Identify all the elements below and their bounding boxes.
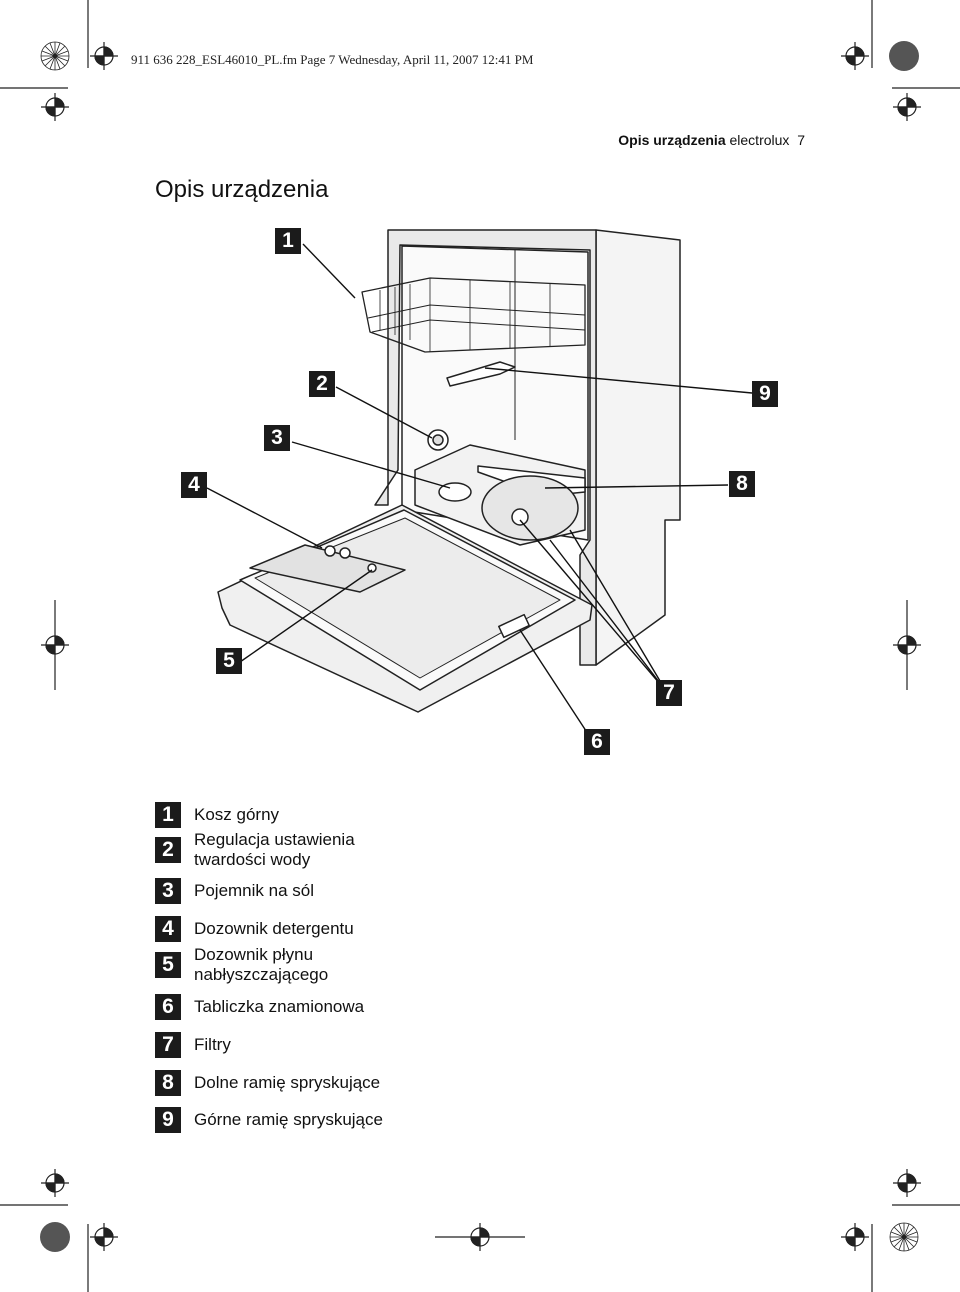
crosshair-mark [893, 1169, 921, 1197]
legend-item: 6 Tabliczka znamionowa [155, 994, 364, 1020]
legend-number: 2 [155, 837, 181, 863]
legend-number: 3 [155, 878, 181, 904]
legend-item: 8 Dolne ramię spryskujące [155, 1070, 380, 1096]
legend-number: 4 [155, 916, 181, 942]
legend-text: Tabliczka znamionowa [194, 997, 365, 1016]
crosshair-mark [41, 1169, 69, 1197]
legend-number: 9 [155, 1107, 181, 1133]
callout-6: 6 [584, 729, 610, 755]
callout-1: 1 [275, 228, 301, 254]
cabinet-frame [374, 229, 597, 666]
rating-plate [498, 613, 530, 639]
legend-item: 4 Dozownik detergentu [155, 916, 354, 942]
gray-dot-bottom-left [40, 1222, 70, 1252]
legend-item: 5 Dozownik płynu nabłyszczającego [155, 945, 354, 985]
legend-text: Dolne ramię spryskujące [194, 1073, 381, 1092]
legend-text: Górne ramię spryskujące [194, 1110, 383, 1129]
crosshair-mark [41, 93, 69, 121]
callout-8: 8 [729, 471, 755, 497]
running-header: Opis urządzenia electrolux 7 [618, 132, 805, 148]
page-title: Opis urządzenia [155, 176, 329, 203]
crosshair-mark [90, 1223, 118, 1251]
legend-text: Dozownik płynu nabłyszczającego [194, 945, 329, 984]
cabinet-side [595, 229, 681, 666]
callout-5: 5 [216, 648, 242, 674]
filter [481, 475, 579, 541]
page-number: 7 [797, 132, 805, 148]
callout-9: 9 [752, 381, 778, 407]
legend-number: 5 [155, 952, 181, 978]
crosshair-mark [841, 1223, 869, 1251]
detergent-dispenser [249, 544, 406, 593]
callout-2: 2 [309, 371, 335, 397]
legend-text: Pojemnik na sól [194, 881, 315, 900]
crosshair-mark [41, 600, 69, 690]
running-header-brand: electrolux [729, 132, 790, 148]
legend-number: 7 [155, 1032, 181, 1058]
starburst-mark-bottom-right [889, 1222, 919, 1252]
callout-3: 3 [264, 425, 290, 451]
legend-text: Kosz górny [194, 805, 280, 824]
legend-item: 3 Pojemnik na sól [155, 878, 314, 904]
starburst-mark-top-left [40, 41, 70, 71]
legend-item: 1 Kosz górny [155, 802, 279, 828]
legend-text: Filtry [194, 1035, 231, 1054]
crosshair-mark [893, 600, 921, 690]
dishwasher-illustration [206, 229, 753, 741]
crosshair-mark [435, 1223, 525, 1251]
legend-text: Regulacja ustawienia twardości wody [194, 830, 355, 869]
legend-number: 8 [155, 1070, 181, 1096]
gray-dot-top-right [889, 41, 919, 71]
legend-item: 7 Filtry [155, 1032, 231, 1058]
crosshair-mark [90, 42, 118, 70]
legend-number: 1 [155, 802, 181, 828]
callout-7: 7 [656, 680, 682, 706]
running-header-title: Opis urządzenia [618, 132, 726, 148]
crosshair-mark [893, 93, 921, 121]
crosshair-mark [841, 42, 869, 70]
callout-4: 4 [181, 472, 207, 498]
legend-item: 9 Górne ramię spryskujące [155, 1107, 383, 1133]
legend-number: 6 [155, 994, 181, 1020]
legend-item: 2 Regulacja ustawienia twardości wody [155, 830, 384, 870]
print-slug: 911 636 228_ESL46010_PL.fm Page 7 Wednes… [131, 52, 534, 67]
legend-text: Dozownik detergentu [194, 919, 354, 938]
